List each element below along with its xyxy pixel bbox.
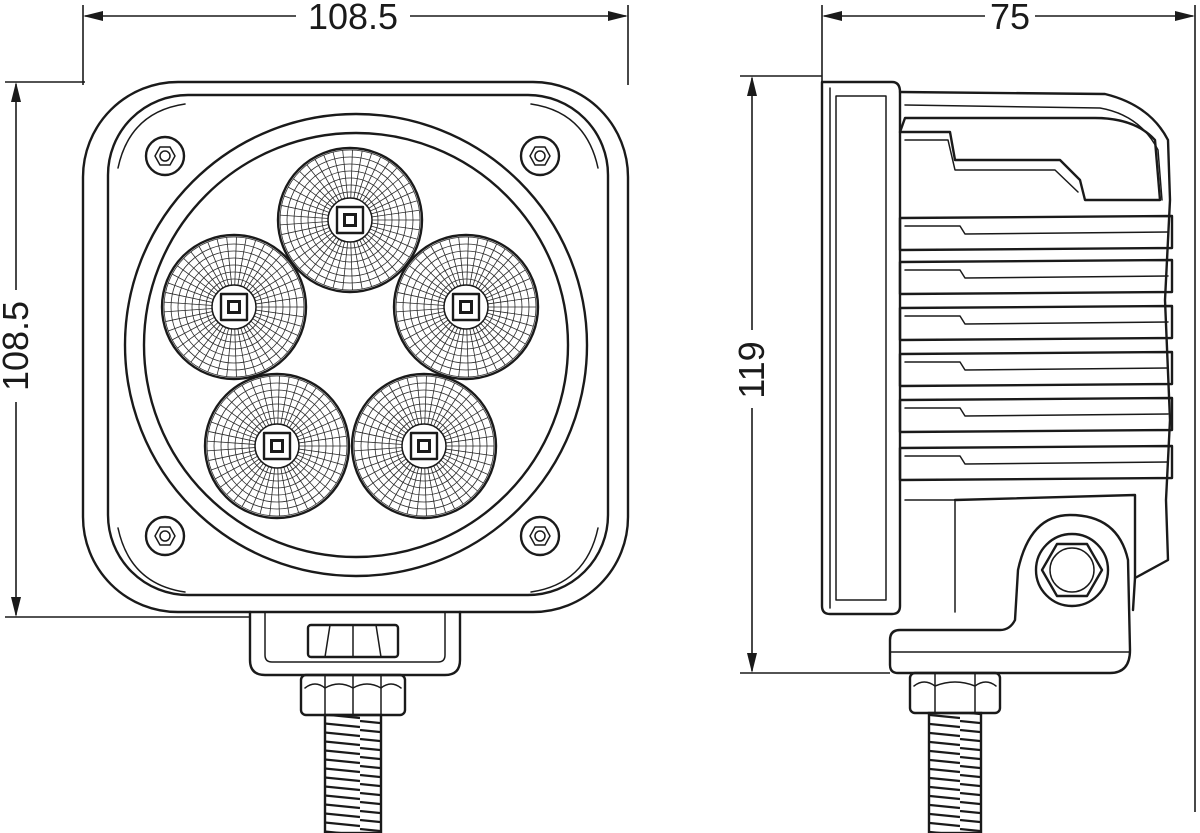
led-lens-group [160, 146, 540, 520]
screw-bottom-left [144, 515, 186, 557]
front-bezel [123, 112, 589, 578]
side-mounting-nut [908, 671, 1002, 715]
led-lens [350, 372, 498, 520]
front-mounting-bolt [323, 713, 383, 833]
screw-bottom-right [519, 515, 561, 557]
front-housing-inner [106, 93, 610, 597]
cooling-fin-edge [904, 361, 1169, 371]
side-body-top-rib [904, 104, 1163, 201]
side-mounting-bolt [927, 711, 983, 833]
side-view [820, 80, 1174, 833]
cooling-fin [898, 304, 1174, 342]
cooling-fin-edge [904, 315, 1169, 325]
side-cooling-fins [898, 214, 1174, 482]
front-flange-corner [530, 527, 599, 593]
front-housing-outer [81, 80, 630, 614]
front-flange-corner [530, 103, 599, 169]
dimension-side-depth: 75 [821, 0, 1196, 812]
front-lens-window [142, 131, 570, 559]
cooling-fin [898, 258, 1174, 296]
side-body-outline [898, 90, 1172, 612]
front-mounting-nut [299, 673, 407, 717]
dimension-front-height: 108.5 [0, 81, 250, 618]
led-lens [160, 233, 308, 381]
screw-top-right [519, 135, 561, 177]
led-lens [276, 146, 424, 294]
cooling-fin-edge [904, 269, 1169, 279]
led-lens [203, 372, 351, 520]
dimension-side-depth-label: 75 [990, 0, 1030, 37]
front-flange-corner [117, 527, 186, 593]
cooling-fin-edge [904, 225, 1169, 235]
led-lens [392, 233, 540, 381]
side-lens-plate-inner [835, 95, 887, 601]
front-flange-corner [117, 103, 186, 169]
side-lens-plate [820, 80, 902, 616]
side-bracket [888, 513, 1132, 675]
dimension-front-height-label: 108.5 [0, 301, 36, 391]
cooling-fin [898, 444, 1174, 482]
dimension-front-width-label: 108.5 [308, 0, 398, 37]
cooling-fin-edge [904, 455, 1169, 465]
cooling-fin [898, 396, 1174, 434]
front-view [81, 80, 630, 833]
side-top-fin [898, 116, 1162, 202]
cooling-fin-edge [904, 407, 1169, 417]
front-bracket [248, 610, 462, 677]
side-lower-housing [953, 493, 1137, 580]
cooling-fin [898, 214, 1174, 252]
screw-top-left [144, 135, 186, 177]
cooling-fin [898, 350, 1174, 388]
dimension-side-height: 119 [731, 75, 890, 674]
dimension-front-width: 108.5 [82, 0, 629, 85]
dimension-side-height-label: 119 [731, 341, 772, 398]
